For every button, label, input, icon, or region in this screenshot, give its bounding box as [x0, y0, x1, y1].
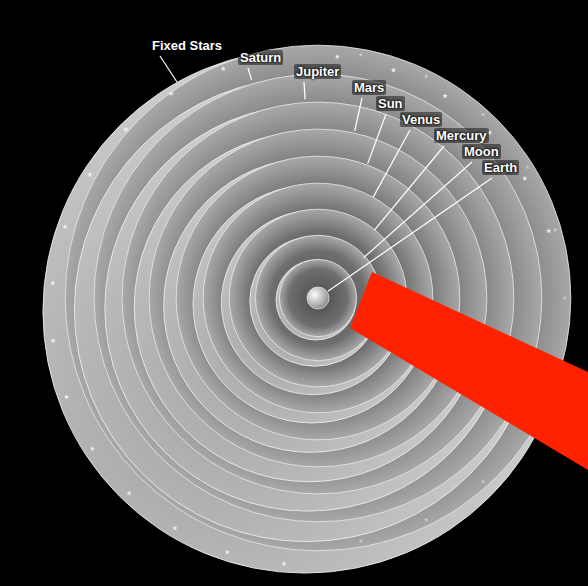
planet-label: Venus	[400, 112, 442, 127]
earth-globe	[307, 287, 329, 309]
star	[281, 561, 286, 566]
planet-label: Sun	[376, 96, 405, 111]
sphere-inner	[149, 129, 487, 467]
leader-line	[373, 130, 410, 197]
star	[221, 66, 226, 71]
sphere-outer	[43, 49, 567, 573]
star	[563, 296, 567, 300]
star	[481, 112, 485, 116]
star	[225, 550, 230, 555]
planet-label: Earth	[482, 160, 519, 175]
leader-lines	[160, 56, 492, 291]
star	[525, 165, 529, 169]
sphere-outer	[74, 78, 538, 542]
star	[168, 91, 173, 96]
sphere-inner	[65, 45, 571, 551]
star	[64, 394, 69, 399]
planet-label: Fixed Stars	[150, 38, 224, 53]
star	[90, 446, 95, 451]
sphere-outer	[276, 260, 356, 340]
stars	[50, 53, 567, 567]
leader-line	[248, 68, 252, 80]
leader-line	[160, 56, 177, 82]
star	[126, 490, 131, 495]
star	[442, 93, 447, 98]
star	[50, 338, 55, 343]
leader-line	[368, 114, 386, 164]
star	[62, 224, 67, 229]
leader-line	[355, 98, 362, 131]
star	[481, 479, 485, 483]
star	[359, 539, 363, 543]
sphere-inner	[279, 259, 356, 336]
star	[424, 74, 428, 78]
planet-label: Moon	[462, 144, 501, 159]
star	[87, 172, 92, 177]
planet-label: Mars	[352, 80, 386, 95]
sphere-outer	[250, 236, 380, 366]
spheres	[43, 45, 571, 573]
sphere-inner	[122, 102, 514, 494]
star	[424, 518, 428, 522]
star	[553, 228, 557, 232]
star	[391, 67, 396, 72]
planet-label: Saturn	[238, 50, 283, 65]
star	[546, 228, 551, 233]
star	[359, 53, 363, 57]
star	[522, 176, 527, 181]
leader-line	[304, 82, 305, 99]
sphere-inner	[94, 74, 542, 522]
planet-label: Mercury	[434, 128, 489, 143]
star	[335, 54, 340, 59]
leader-line	[364, 162, 472, 258]
star	[50, 280, 55, 285]
star	[172, 526, 177, 531]
red-pointer	[350, 272, 588, 470]
leader-line	[328, 178, 492, 291]
star	[123, 127, 128, 132]
planet-label: Jupiter	[294, 64, 341, 79]
